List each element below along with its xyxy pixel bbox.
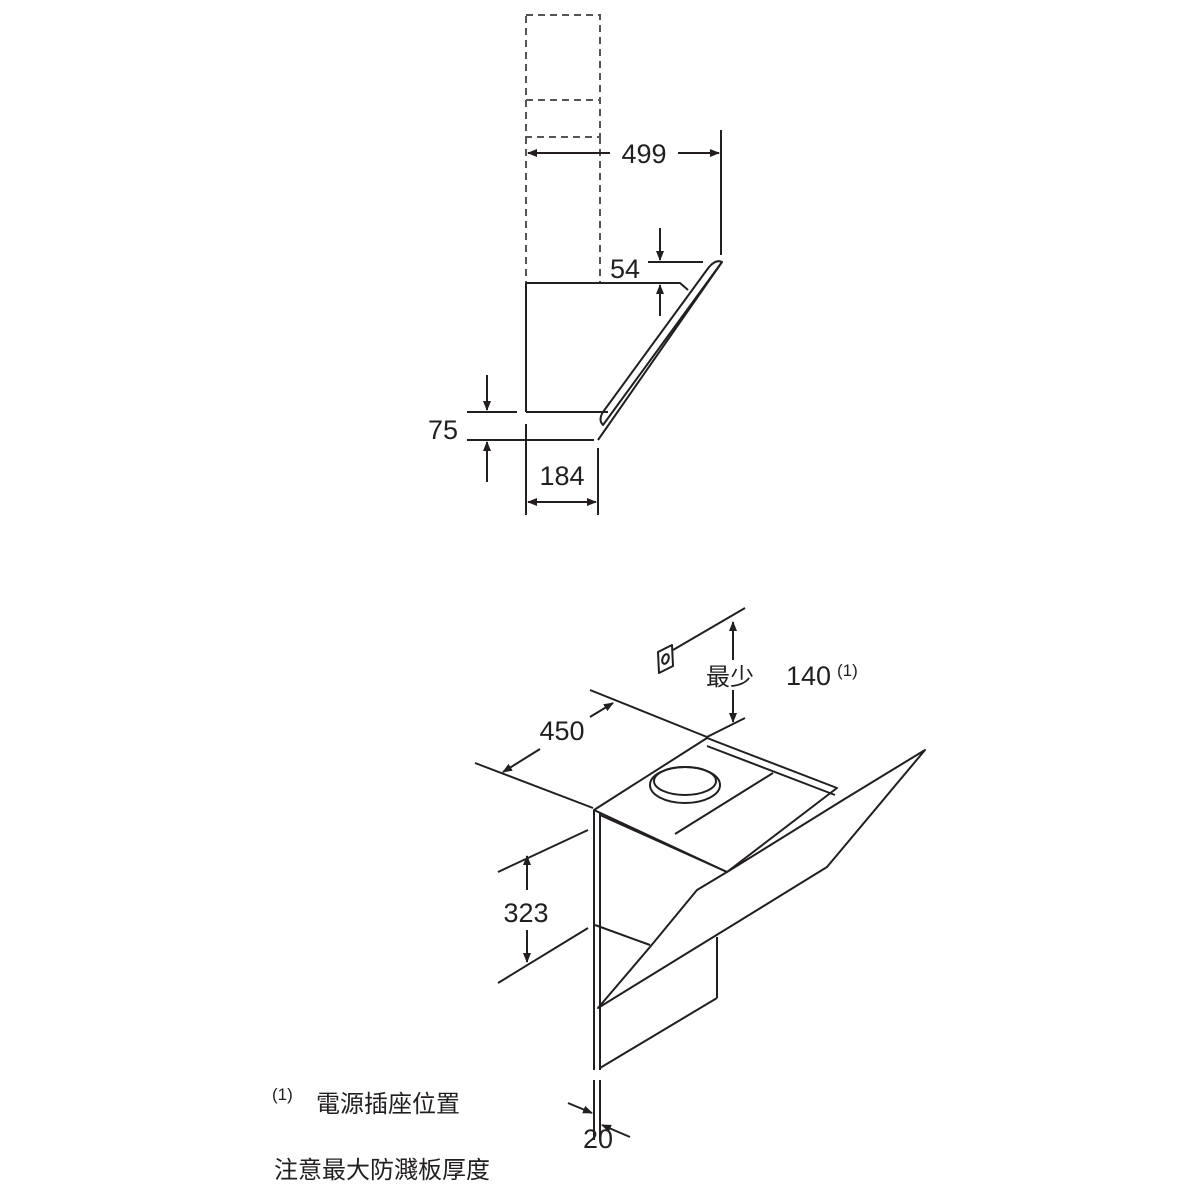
dimension-499: 499 (527, 130, 722, 255)
footnote-text: 電源插座位置 (316, 1090, 460, 1118)
dimension-184: 184 (525, 424, 599, 515)
dim-323-label: 323 (503, 898, 548, 928)
dim-140-note: (1) (837, 661, 858, 680)
warning-text: 注意最大防濺板厚度 (274, 1156, 490, 1184)
dimension-20: 20 (567, 1080, 631, 1154)
dim-184-label: 184 (539, 461, 584, 491)
dimension-54: 54 (610, 228, 703, 316)
footnote-marker: (1) (272, 1085, 293, 1104)
side-view: 499 54 75 184 (428, 14, 723, 515)
glass-canopy (597, 749, 926, 1009)
dimension-140: 最少 140 (1) (672, 607, 858, 738)
dim-140-prefix: 最少 (706, 663, 754, 691)
dimension-75: 75 (428, 375, 594, 482)
dim-450-label: 450 (539, 716, 584, 746)
dimension-323: 323 (497, 829, 589, 984)
power-socket-icon (657, 644, 674, 674)
dim-140-label: 140 (786, 661, 831, 691)
hood-body-iso (593, 737, 838, 1070)
dim-54-label: 54 (610, 254, 640, 284)
chimney-dashed-outline (525, 14, 601, 283)
hood-body-side (525, 260, 723, 441)
dimension-450: 450 (474, 689, 708, 809)
dim-75-label: 75 (428, 415, 458, 445)
iso-view: 最少 140 (1) 450 (474, 607, 926, 1154)
notes: (1) 電源插座位置 注意最大防濺板厚度 (272, 1085, 490, 1184)
dim-499-label: 499 (621, 139, 666, 169)
dim-20-label: 20 (583, 1124, 613, 1154)
